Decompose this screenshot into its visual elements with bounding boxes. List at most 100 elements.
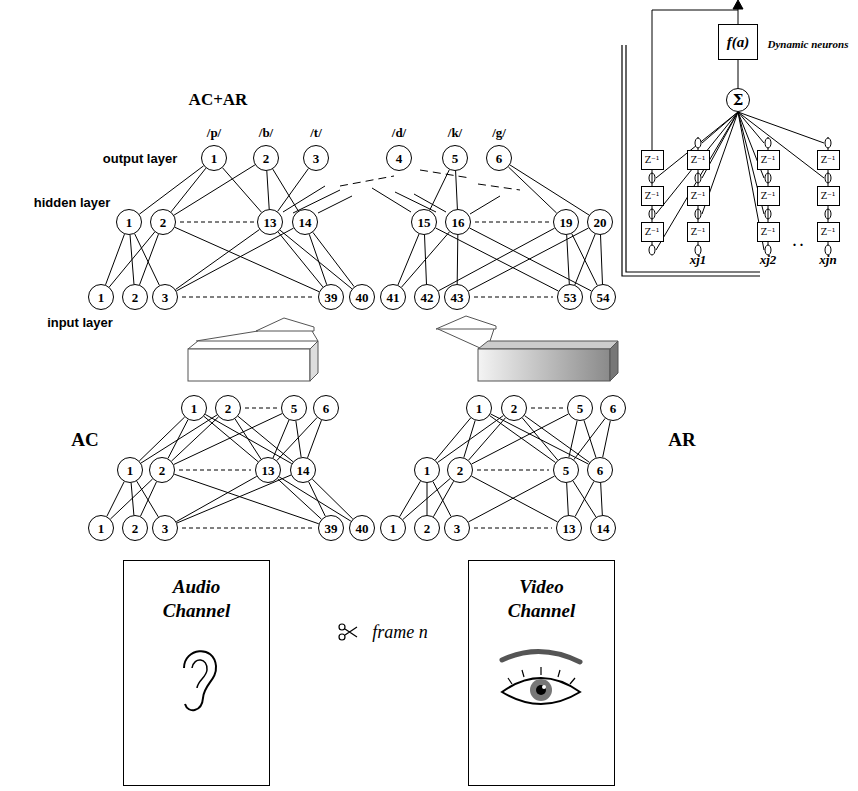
phoneme-label: /b/: [259, 125, 273, 141]
neuron-circle: 3: [444, 515, 470, 541]
connection-line: [468, 476, 554, 522]
node-text: 14: [297, 464, 310, 477]
node-text: Σ: [733, 91, 744, 109]
connection-line: [279, 477, 351, 521]
delay-box: Z⁻¹: [757, 222, 780, 242]
node-text: 2: [457, 464, 464, 477]
connection-line: [469, 228, 589, 291]
node-text: 1: [126, 216, 133, 229]
connection-line: [601, 483, 603, 515]
node-text: Z⁻¹: [821, 228, 836, 237]
node-text: 6: [496, 152, 503, 165]
neuron-circle: 6: [486, 145, 512, 171]
connection-line: [567, 483, 569, 515]
connection-line: [278, 169, 309, 212]
connection-line: [603, 421, 611, 458]
node-text: 6: [323, 402, 330, 415]
neuron-circle: 2: [215, 395, 241, 421]
connection-line: [510, 165, 589, 215]
neuron-circle: 6: [313, 395, 339, 421]
neuron-circle: 1: [414, 457, 440, 483]
neuron-circle: 13: [556, 515, 582, 541]
connection-line: [698, 170, 699, 186]
node-text: Z⁻¹: [761, 156, 776, 165]
node-text: Z⁻¹: [645, 156, 660, 165]
funnel-left: [188, 318, 318, 381]
inset-title: Dynamic neurons: [768, 38, 849, 50]
connection-line: [308, 420, 322, 458]
frame-label: frame n: [372, 622, 428, 643]
neuron-circle: 43: [444, 284, 470, 310]
connection-line: [106, 234, 125, 285]
connection-line: [567, 235, 570, 284]
channel-box: Video Channel: [468, 560, 615, 786]
neuron-circle: 1: [116, 209, 142, 235]
neuron-circle: 1: [117, 457, 143, 483]
delay-box: Z⁻¹: [641, 222, 664, 242]
neuron-circle: 1: [88, 284, 114, 310]
connection-line: [490, 416, 556, 463]
node-text: Z⁻¹: [645, 192, 660, 201]
connection-line: [574, 418, 605, 459]
neuron-circle: 5: [553, 457, 579, 483]
connection-line: [768, 206, 769, 222]
node-text: 19: [560, 216, 573, 229]
neuron-circle: 40: [349, 284, 375, 310]
layer-label: hidden layer: [34, 195, 111, 210]
neuron-circle: 20: [587, 209, 613, 235]
partial-connections: [283, 170, 520, 214]
delay-box: Z⁻¹: [687, 222, 710, 242]
neuron-circle: 3: [303, 145, 329, 171]
connection-line: [273, 420, 289, 458]
connection-line: [273, 169, 298, 211]
panel-title: AC+AR: [189, 90, 248, 110]
node-text: Video Channel: [489, 575, 594, 623]
connection-line: [828, 170, 829, 186]
connection-line: [174, 165, 255, 215]
connection-line: [569, 421, 577, 458]
connection-line: [175, 227, 319, 291]
connection-line: [137, 481, 159, 517]
neuron-circle: 3: [152, 515, 178, 541]
connection-line: [177, 475, 291, 523]
node-text: 13: [264, 216, 277, 229]
delay-box: Z⁻¹: [817, 222, 840, 242]
connection-line: [472, 414, 569, 464]
neuron-circle: 42: [414, 284, 440, 310]
funnel-right: [436, 316, 618, 381]
node-text: 5: [452, 152, 459, 165]
delay-box: Z⁻¹: [641, 186, 664, 206]
phoneme-label: /t/: [310, 125, 322, 141]
node-text: 13: [262, 464, 275, 477]
connection-line: [205, 414, 291, 463]
node-text: 54: [597, 291, 610, 304]
connection-line: [572, 234, 597, 286]
connection-line: [464, 420, 475, 457]
neuron-circle: 3: [152, 284, 178, 310]
neuron-circle: 1: [466, 395, 492, 421]
connection-line: [601, 235, 603, 284]
connection-line: [575, 234, 595, 285]
connection-line: [277, 417, 317, 460]
neuron-circle: 5: [281, 395, 307, 421]
node-text: 2: [132, 291, 139, 304]
node-text: 1: [424, 464, 431, 477]
connection-line: [698, 206, 699, 222]
channel-box: Audio Channel: [123, 560, 270, 786]
neuron-circle: 13: [257, 209, 283, 235]
delay-box: Z⁻¹: [687, 150, 710, 170]
connection-line: [313, 232, 354, 286]
delay-box: Z⁻¹: [641, 150, 664, 170]
node-text: 1: [191, 402, 198, 415]
delay-box: Z⁻¹: [687, 186, 710, 206]
input-label: xjn: [819, 252, 836, 268]
phoneme-label: /k/: [448, 125, 462, 141]
neuron-circle: 4: [386, 145, 412, 171]
neuron-circle: 2: [122, 284, 148, 310]
node-text: 1: [211, 152, 218, 165]
layer-label: output layer: [103, 151, 177, 166]
node-text: 1: [127, 464, 134, 477]
activation-box: f(a): [718, 24, 758, 60]
